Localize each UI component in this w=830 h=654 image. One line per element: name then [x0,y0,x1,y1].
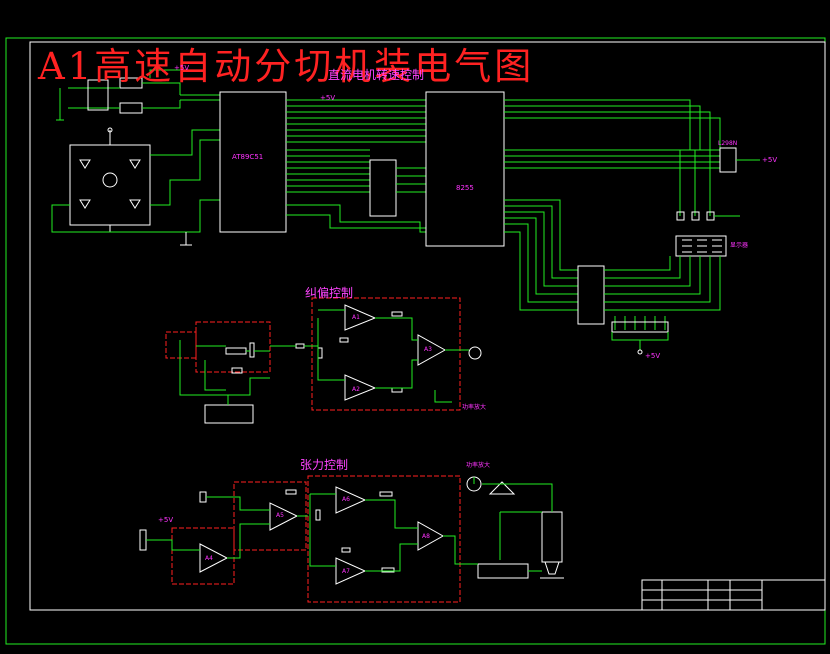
vcc-label-3: +5V [762,156,778,164]
vcc-label-4: +5V [645,352,661,360]
drawing-title: A1高速自动分切机装电气图 [38,45,535,88]
opamp-a2-label: A2 [352,386,360,393]
opamp-a6-label: A6 [342,496,350,503]
opamp-a7-label: A7 [342,568,350,575]
display-label: 显示器 [730,242,749,249]
deviation-section [165,297,482,424]
power-amp-label: 功率放大 [462,404,487,411]
vcc-label-1: +5V [174,64,190,72]
driver-chip-label: L298N [718,140,738,147]
dc-motor-section-title: 直流电机转速控制 [328,68,425,82]
opamp-a4-label: A4 [205,555,213,562]
deviation-section-title: 纠偏控制 [305,286,354,300]
opamp-a5-label: A5 [276,512,284,519]
vcc-label-5: +5V [158,516,174,524]
opamp-a3-label: A3 [424,346,432,353]
opamp-a1-label: A1 [352,314,360,321]
dc-motor-section [51,69,760,355]
tension-section [139,475,564,603]
mcu-chip-label: AT89C51 [232,153,264,161]
outer-border [5,37,826,645]
ppi-chip-label: 8255 [456,184,474,192]
tension-amp-label: 功率放大 [466,462,491,469]
tension-section-title: 张力控制 [300,458,349,472]
vcc-label-2: +5V [320,94,336,102]
inner-border [29,41,826,611]
opamp-a8-label: A8 [422,533,430,540]
title-block [641,579,826,611]
